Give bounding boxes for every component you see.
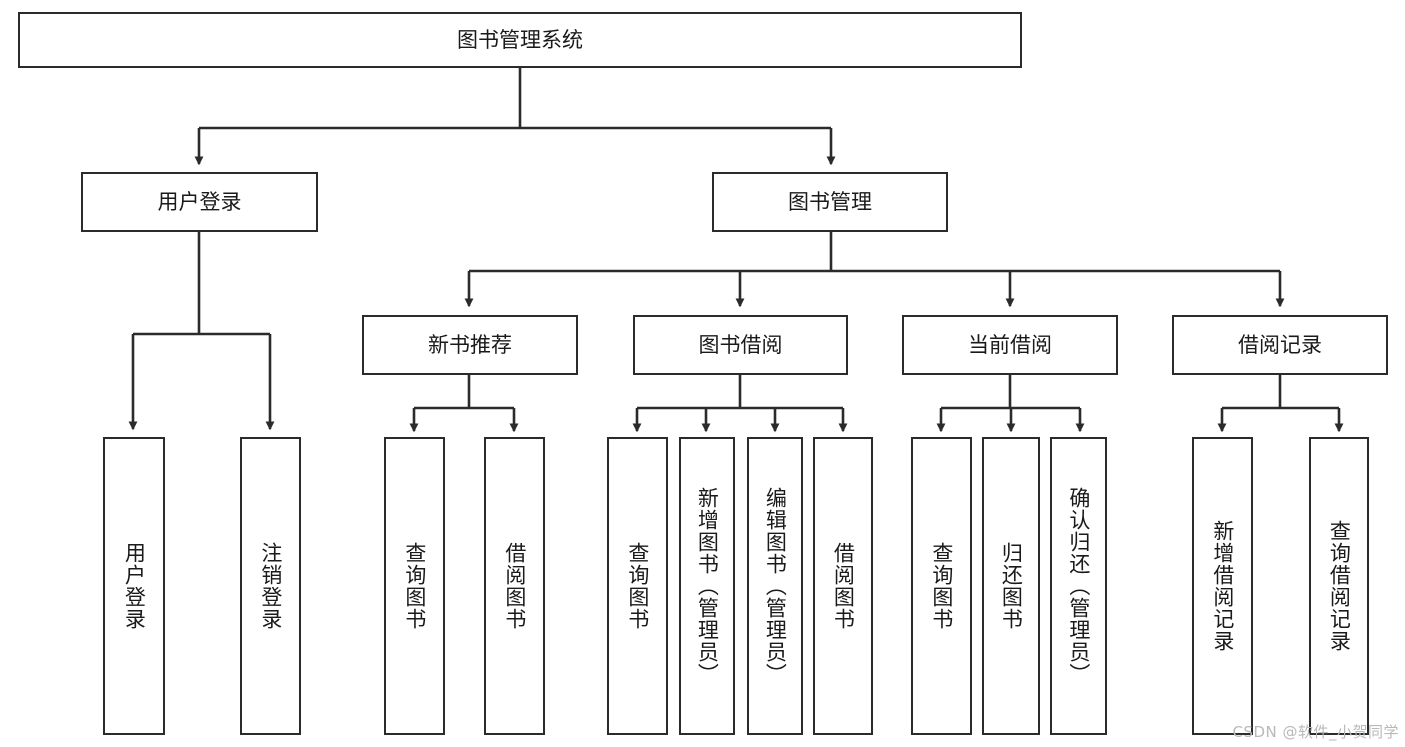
node-leaf-edit-book[interactable]: 编辑图书（管理员） <box>747 437 803 735</box>
node-book-borrow[interactable]: 图书借阅 <box>633 315 848 375</box>
node-leaf-query-record-label: 查询借阅记录 <box>1327 520 1352 652</box>
node-leaf-add-book[interactable]: 新增图书（管理员） <box>679 437 735 735</box>
node-leaf-query-record[interactable]: 查询借阅记录 <box>1309 437 1369 735</box>
node-leaf-query-book-3-label: 查询图书 <box>929 542 954 630</box>
node-root-book-management-system[interactable]: 图书管理系统 <box>18 12 1022 68</box>
node-leaf-query-book-2[interactable]: 查询图书 <box>607 437 668 735</box>
node-current-borrow[interactable]: 当前借阅 <box>902 315 1118 375</box>
node-leaf-query-book-1[interactable]: 查询图书 <box>384 437 445 735</box>
edges-bookmanage-to-level2 <box>464 232 1285 308</box>
node-current-borrow-label: 当前借阅 <box>968 332 1052 357</box>
node-leaf-query-book-2-label: 查询图书 <box>625 542 650 630</box>
csdn-watermark: CSDN @软件_小贺同学 <box>1232 723 1399 741</box>
node-leaf-add-record-label: 新增借阅记录 <box>1210 520 1235 652</box>
node-leaf-borrow-book-1-label: 借阅图书 <box>502 542 527 630</box>
edges-bookborrow-to-leaves <box>632 375 848 433</box>
node-book-management[interactable]: 图书管理 <box>712 172 948 232</box>
node-book-management-label: 图书管理 <box>788 189 872 214</box>
node-leaf-logout-label: 注销登录 <box>258 542 283 630</box>
node-new-book-recommend[interactable]: 新书推荐 <box>362 315 578 375</box>
node-borrow-record-label: 借阅记录 <box>1238 332 1322 357</box>
node-leaf-confirm-return[interactable]: 确认归还（管理员） <box>1050 437 1107 735</box>
node-user-login[interactable]: 用户登录 <box>81 172 318 232</box>
node-root-label: 图书管理系统 <box>457 27 583 52</box>
node-leaf-borrow-book-2-label: 借阅图书 <box>831 542 856 630</box>
node-leaf-add-record[interactable]: 新增借阅记录 <box>1192 437 1253 735</box>
edges-borrowrecord-to-leaves <box>1217 375 1344 433</box>
node-leaf-query-book-1-label: 查询图书 <box>402 542 427 630</box>
node-leaf-borrow-book-1[interactable]: 借阅图书 <box>484 437 545 735</box>
node-leaf-user-login[interactable]: 用户登录 <box>103 437 165 735</box>
node-new-book-recommend-label: 新书推荐 <box>428 332 512 357</box>
edges-currentborrow-to-leaves <box>936 375 1085 433</box>
node-user-login-label: 用户登录 <box>157 189 242 214</box>
node-leaf-query-book-3[interactable]: 查询图书 <box>911 437 972 735</box>
node-book-borrow-label: 图书借阅 <box>698 332 783 357</box>
node-leaf-add-book-label: 新增图书（管理员） <box>695 487 720 685</box>
node-leaf-borrow-book-2[interactable]: 借阅图书 <box>813 437 873 735</box>
node-leaf-confirm-return-label: 确认归还（管理员） <box>1066 487 1091 685</box>
node-leaf-user-login-label: 用户登录 <box>122 542 147 630</box>
edges-userlogin-to-leaves <box>128 232 275 431</box>
node-leaf-edit-book-label: 编辑图书（管理员） <box>763 487 788 685</box>
node-leaf-return-book[interactable]: 归还图书 <box>982 437 1040 735</box>
node-borrow-record[interactable]: 借阅记录 <box>1172 315 1388 375</box>
node-leaf-logout[interactable]: 注销登录 <box>240 437 301 735</box>
edges-newbook-to-leaves <box>409 375 519 433</box>
node-leaf-return-book-label: 归还图书 <box>999 542 1024 630</box>
edges-root-to-level1 <box>194 68 836 166</box>
